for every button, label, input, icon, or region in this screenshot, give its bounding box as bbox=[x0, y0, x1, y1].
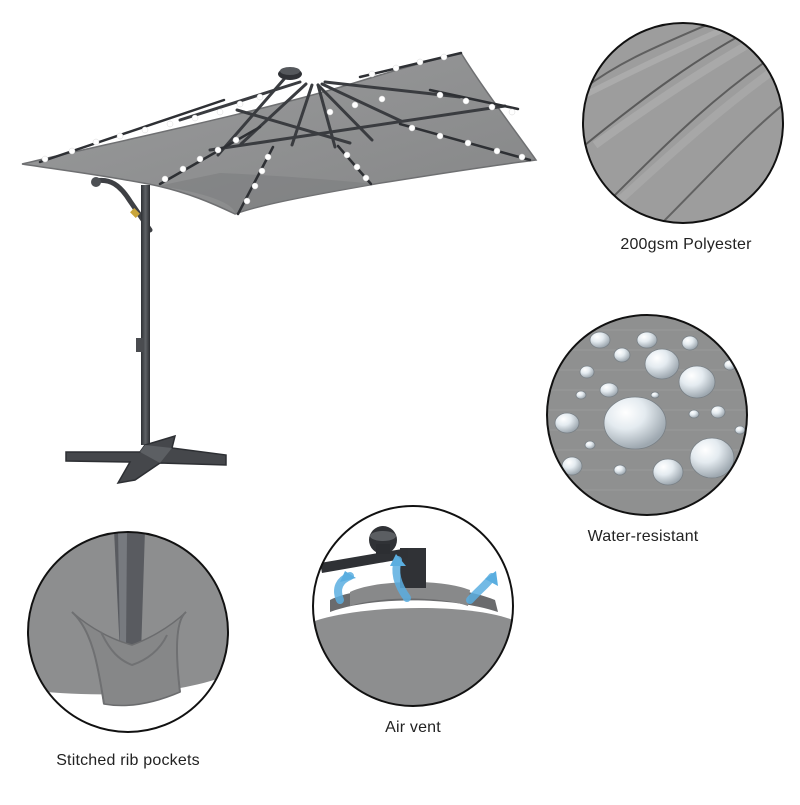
pockets-caption: Stitched rib pockets bbox=[56, 752, 200, 769]
air-vent-icon bbox=[312, 505, 514, 707]
fabric-fold-icon bbox=[582, 22, 784, 224]
fabric-caption: 200gsm Polyester bbox=[620, 236, 752, 253]
vent-caption: Air vent bbox=[385, 719, 441, 736]
patio-umbrella-icon bbox=[21, 51, 538, 485]
water-caption: Water-resistant bbox=[587, 528, 699, 545]
rib-pocket-icon bbox=[27, 531, 229, 733]
water-drop-icon bbox=[546, 314, 748, 516]
